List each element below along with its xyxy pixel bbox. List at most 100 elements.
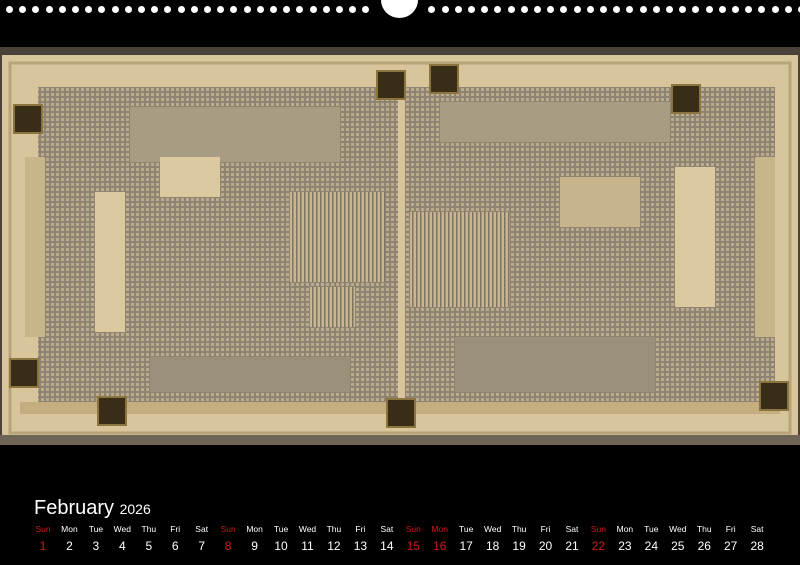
binder-hole: [520, 6, 528, 13]
day-number: 27: [724, 539, 738, 553]
binder-hole: [745, 6, 753, 13]
binder-hole: [600, 6, 607, 13]
binder-hole: [72, 6, 79, 13]
day-number: 14: [380, 539, 394, 553]
binder-hole: [771, 6, 779, 13]
hanger-hole: [381, 0, 418, 18]
binder-hole: [798, 6, 800, 13]
day-number: 9: [251, 539, 258, 553]
day-number: 20: [538, 539, 553, 553]
binder-hole: [177, 6, 185, 13]
binder-hole: [336, 6, 343, 13]
binder-hole: [692, 6, 700, 13]
binder-hole: [58, 6, 66, 13]
binder-hole: [217, 6, 225, 13]
weekday-label: Tue: [273, 524, 289, 534]
binder-holes: [0, 6, 800, 14]
binder-hole: [256, 6, 264, 13]
year: 2026: [119, 501, 151, 517]
day-number: 15: [406, 539, 420, 553]
day-number: 17: [459, 539, 473, 553]
day-number: 6: [171, 539, 179, 553]
binder-hole: [296, 6, 304, 13]
day-number: 21: [565, 539, 579, 553]
weekday-label: Mon: [431, 524, 449, 534]
weekday-label: Mon: [61, 524, 78, 534]
day-number: 4: [119, 539, 126, 553]
binder-hole: [428, 6, 436, 13]
binder-hole: [666, 6, 673, 13]
weekday-label: Mon: [616, 524, 634, 534]
weekday-label: Wed: [298, 524, 317, 534]
binder-hole: [6, 6, 13, 13]
binder-hole: [758, 6, 766, 13]
binder-hole: [243, 6, 251, 13]
binder-hole: [190, 6, 198, 13]
weekday-label: Fri: [540, 524, 551, 534]
weekday-label: Tue: [459, 524, 474, 534]
day-number: 3: [92, 539, 100, 553]
weekday-label: Fri: [355, 524, 366, 534]
binder-hole: [507, 6, 515, 13]
weekday-label: Wed: [113, 524, 131, 534]
binder-hole: [560, 6, 568, 13]
binder-hole: [468, 6, 475, 13]
month-name: February: [34, 497, 115, 519]
day-number: 18: [485, 539, 500, 553]
binder-hole: [705, 6, 713, 13]
weekday-label: Sat: [750, 524, 764, 534]
weekday-label: Sat: [380, 524, 394, 534]
day-number: 10: [274, 539, 288, 553]
binder-hole: [441, 6, 449, 13]
binder-hole: [534, 6, 541, 13]
day-number: 11: [301, 539, 314, 553]
day-number: 22: [591, 539, 606, 553]
weekday-label: Fri: [725, 524, 736, 534]
weekday-label: Thu: [141, 524, 157, 534]
binder-hole: [45, 6, 53, 13]
binder-hole: [204, 6, 211, 13]
binder-hole: [322, 6, 330, 13]
chip-die-photo: [0, 47, 800, 445]
binder-hole: [270, 6, 277, 13]
binder-hole: [718, 6, 726, 13]
month-title: February 2026: [34, 497, 151, 520]
weekday-label: Wed: [669, 524, 687, 534]
binder-hole: [151, 6, 159, 13]
binder-hole: [494, 6, 502, 13]
binder-hole: [586, 6, 594, 13]
binder-hole: [454, 6, 462, 13]
weekday-label: Fri: [170, 524, 181, 534]
day-number: 12: [327, 539, 341, 553]
binder-hole: [613, 6, 621, 13]
binder-hole: [124, 6, 132, 13]
day-number: 8: [224, 539, 232, 553]
binder-hole: [626, 6, 634, 13]
binder-hole: [349, 6, 357, 13]
day-number: 25: [671, 539, 685, 553]
weekday-label: Wed: [483, 524, 502, 534]
binder-hole: [138, 6, 145, 13]
weekday-label: Thu: [511, 524, 527, 534]
day-number: 26: [697, 539, 711, 553]
day-number: 1: [39, 539, 47, 553]
weekday-label: Tue: [88, 524, 104, 534]
weekday-label: Mon: [246, 524, 263, 534]
day-number: 2: [66, 539, 73, 553]
weekday-label: Thu: [696, 524, 712, 534]
day-number: 28: [750, 539, 764, 553]
binder-hole: [85, 6, 93, 13]
binder-hole: [309, 6, 317, 13]
binder-hole: [639, 6, 647, 13]
day-number: 16: [433, 539, 447, 553]
binder-hole: [32, 6, 40, 13]
binder-hole: [573, 6, 581, 13]
day-number: 5: [145, 539, 153, 553]
binder-hole: [481, 6, 489, 13]
weekday-label: Sun: [405, 524, 421, 534]
binder-hole: [652, 6, 660, 13]
weekday-label: Sun: [220, 524, 236, 534]
binder-hole: [19, 6, 27, 13]
weekday-label: Tue: [644, 524, 659, 534]
binder-hole: [230, 6, 238, 13]
